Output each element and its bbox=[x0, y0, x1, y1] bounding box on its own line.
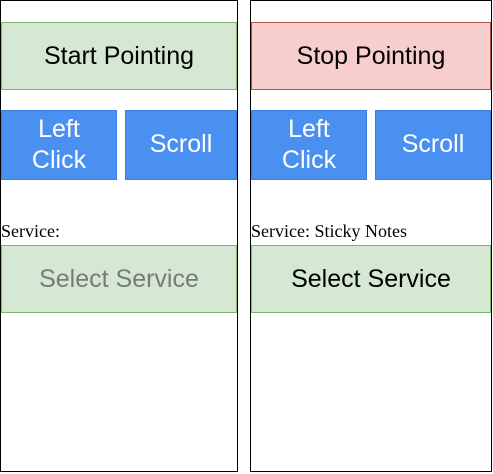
start-pointing-label: Start Pointing bbox=[43, 41, 195, 70]
left-click-label-text: Left Click bbox=[31, 114, 87, 174]
right-panel: Stop Pointing Left Click Scroll Service:… bbox=[250, 0, 492, 472]
left-click-label: Left Click bbox=[32, 114, 86, 177]
service-label: Service: Sticky Notes bbox=[251, 221, 407, 241]
stop-pointing-button[interactable]: Stop Pointing bbox=[251, 22, 491, 90]
left-click-button[interactable]: Left Click bbox=[251, 110, 367, 180]
scroll-button[interactable]: Scroll bbox=[125, 110, 237, 180]
select-service-label: Select Service bbox=[291, 264, 451, 293]
scroll-button[interactable]: Scroll bbox=[375, 110, 491, 180]
select-service-button[interactable]: Select Service bbox=[1, 245, 237, 313]
select-service-label: Select Service bbox=[39, 264, 199, 293]
left-click-label: Left Click bbox=[282, 114, 336, 177]
service-label: Service: bbox=[1, 221, 60, 241]
left-panel: Start Pointing Left Click Scroll Service… bbox=[0, 0, 238, 472]
left-click-button[interactable]: Left Click bbox=[1, 110, 117, 180]
scroll-label: Scroll bbox=[401, 130, 465, 159]
left-click-label-text: Left Click bbox=[281, 114, 337, 174]
stop-pointing-label: Stop Pointing bbox=[296, 41, 446, 70]
start-pointing-button[interactable]: Start Pointing bbox=[1, 22, 237, 90]
scroll-label: Scroll bbox=[149, 130, 213, 159]
select-service-button[interactable]: Select Service bbox=[251, 245, 491, 313]
